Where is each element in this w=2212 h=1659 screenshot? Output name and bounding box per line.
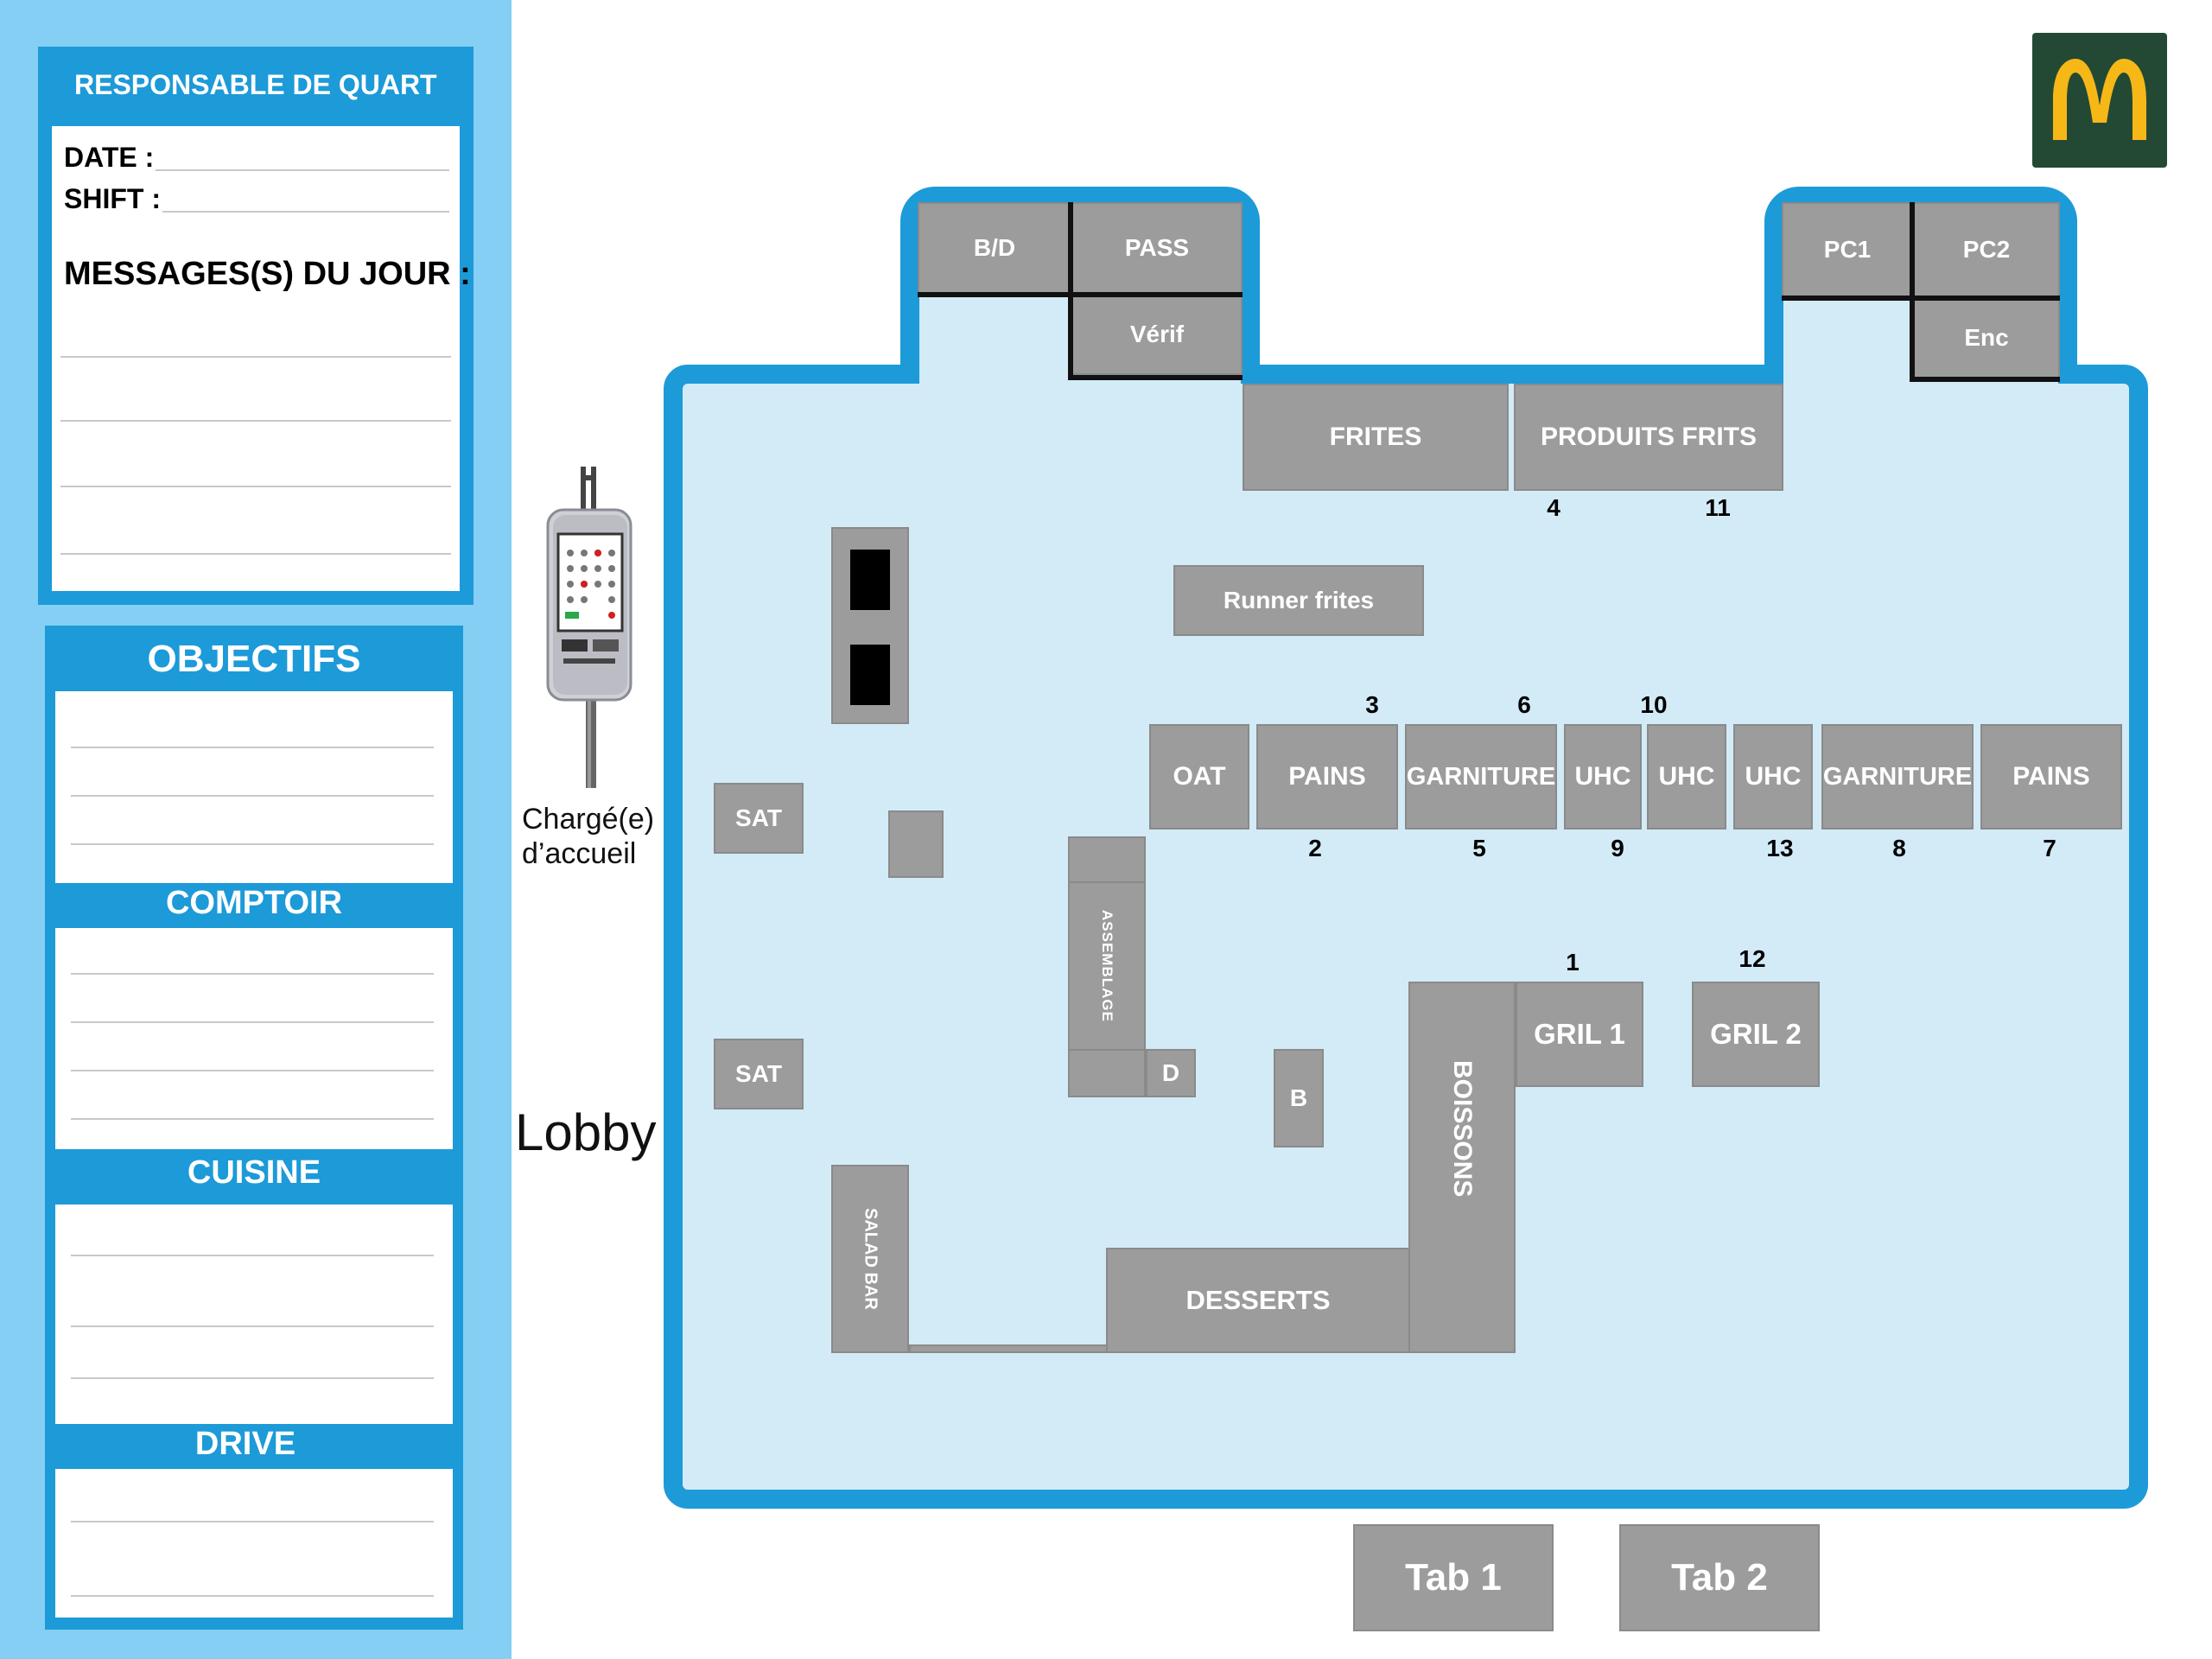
left-panel: RESPONSABLE DE QUART DATE : SHIFT : MESS…	[0, 0, 512, 1659]
station-sat-1[interactable]: SAT	[714, 783, 804, 854]
kiosk-icon	[546, 467, 632, 788]
station-pains-2[interactable]: PAINS	[1980, 724, 2122, 830]
position-number-6: 6	[1517, 691, 1531, 718]
position-number-1: 1	[1566, 949, 1580, 976]
message-line[interactable]	[60, 356, 451, 358]
assemblage-top	[1068, 836, 1146, 883]
host-label-line2: d’accueil	[522, 837, 637, 870]
position-number-9: 9	[1611, 835, 1624, 861]
kiosk-image	[543, 467, 646, 795]
objective-line[interactable]	[71, 1070, 434, 1071]
station-enc[interactable]: Enc	[1913, 297, 2060, 378]
shift-manager-box: RESPONSABLE DE QUART DATE : SHIFT : MESS…	[38, 47, 474, 605]
position-number-3: 3	[1365, 691, 1379, 718]
objective-line[interactable]	[71, 1021, 434, 1023]
objective-line[interactable]	[71, 1521, 434, 1522]
host-label-line1: Chargé(e)	[522, 803, 655, 836]
comptoir-area	[55, 928, 453, 1149]
comptoir-title: COMPTOIR	[165, 885, 343, 921]
equipment-slot	[850, 550, 890, 610]
position-number-10: 10	[1640, 691, 1668, 718]
station-garniture-2[interactable]: GARNITURE	[1821, 724, 1974, 830]
station-assemblage[interactable]: ASSEMBLAGE	[1068, 881, 1146, 1051]
drive-title: DRIVE	[194, 1426, 296, 1462]
station-boissons[interactable]: BOISSONS	[1408, 982, 1516, 1353]
station-runner-frites[interactable]: Runner frites	[1173, 565, 1424, 636]
station-pass[interactable]: PASS	[1071, 202, 1243, 294]
drive-divider	[1910, 377, 2060, 382]
station-frites[interactable]: FRITES	[1243, 384, 1509, 491]
date-label: DATE :	[64, 142, 155, 173]
host-label: Chargé(e) d’accueil	[522, 802, 660, 871]
objectives-general-area	[55, 691, 453, 883]
objective-line[interactable]	[71, 1595, 434, 1597]
position-number-4: 4	[1547, 494, 1560, 521]
station-b[interactable]: B	[1274, 1049, 1324, 1147]
station-uhc-3[interactable]: UHC	[1733, 724, 1813, 830]
station-gril-1[interactable]: GRIL 1	[1516, 982, 1643, 1087]
station-produits-frits[interactable]: PRODUITS FRITS	[1514, 384, 1783, 491]
station-gril-2[interactable]: GRIL 2	[1692, 982, 1820, 1087]
station-verif[interactable]: Vérif	[1071, 294, 1243, 375]
date-field[interactable]	[156, 169, 449, 171]
station-oat[interactable]: OAT	[1149, 724, 1249, 830]
counter-link	[909, 1344, 1108, 1353]
objective-line[interactable]	[71, 795, 434, 797]
station-uhc-1[interactable]: UHC	[1564, 724, 1642, 830]
station-sat-2[interactable]: SAT	[714, 1039, 804, 1109]
drive-divider	[1910, 202, 1915, 382]
objectives-title: OBJECTIFS	[147, 638, 361, 680]
station-salad-bar[interactable]: SALAD BAR	[831, 1165, 909, 1353]
mcdonalds-logo	[2032, 33, 2167, 168]
station-pains-1[interactable]: PAINS	[1256, 724, 1398, 830]
station-d[interactable]: D	[1146, 1049, 1196, 1097]
shift-field[interactable]	[162, 211, 449, 213]
cuisine-title: CUISINE	[187, 1154, 321, 1191]
drive-divider	[1782, 296, 2060, 301]
position-number-12: 12	[1738, 945, 1766, 972]
lobby-label: Lobby	[515, 1103, 657, 1161]
position-number-11: 11	[1705, 494, 1731, 521]
equipment-small	[888, 810, 944, 878]
golden-arches-icon	[2053, 59, 2146, 140]
objectives-box: OBJECTIFS COMPTOIR CUISINE DRIVE	[45, 626, 463, 1630]
drive-area	[55, 1469, 453, 1618]
station-uhc-2[interactable]: UHC	[1647, 724, 1726, 830]
objective-line[interactable]	[71, 1255, 434, 1256]
objective-line[interactable]	[71, 1118, 434, 1120]
position-number-13: 13	[1766, 835, 1794, 861]
objective-line[interactable]	[71, 843, 434, 845]
station-pc1[interactable]: PC1	[1782, 202, 1913, 297]
tab-2-button[interactable]: Tab 2	[1619, 1524, 1820, 1631]
cuisine-area	[55, 1205, 453, 1424]
tab-1-button[interactable]: Tab 1	[1353, 1524, 1554, 1631]
position-number-5: 5	[1472, 835, 1486, 861]
counter-divider	[1068, 375, 1243, 380]
objective-line[interactable]	[71, 973, 434, 975]
objective-line[interactable]	[71, 1325, 434, 1327]
message-line[interactable]	[60, 553, 451, 555]
shift-label: SHIFT :	[64, 183, 161, 214]
message-line[interactable]	[60, 420, 451, 422]
shift-manager-form: DATE : SHIFT : MESSAGES(S) DU JOUR :	[52, 126, 471, 591]
shift-manager-title: RESPONSABLE DE QUART	[74, 69, 437, 100]
assemblage-bottom	[1068, 1049, 1146, 1097]
counter-divider	[1068, 202, 1073, 380]
station-garniture-1[interactable]: GARNITURE	[1405, 724, 1557, 830]
equipment-slot	[850, 645, 890, 705]
objective-line[interactable]	[71, 1377, 434, 1379]
position-number-8: 8	[1892, 835, 1906, 861]
position-number-7: 7	[2043, 835, 2056, 861]
station-pc2[interactable]: PC2	[1913, 202, 2060, 297]
counter-divider	[918, 292, 1243, 297]
position-number-2: 2	[1308, 835, 1322, 861]
objective-line[interactable]	[71, 747, 434, 748]
message-line[interactable]	[60, 486, 451, 487]
station-desserts[interactable]: DESSERTS	[1106, 1248, 1410, 1353]
messages-label: MESSAGES(S) DU JOUR :	[64, 256, 471, 292]
station-bd[interactable]: B/D	[918, 202, 1071, 294]
